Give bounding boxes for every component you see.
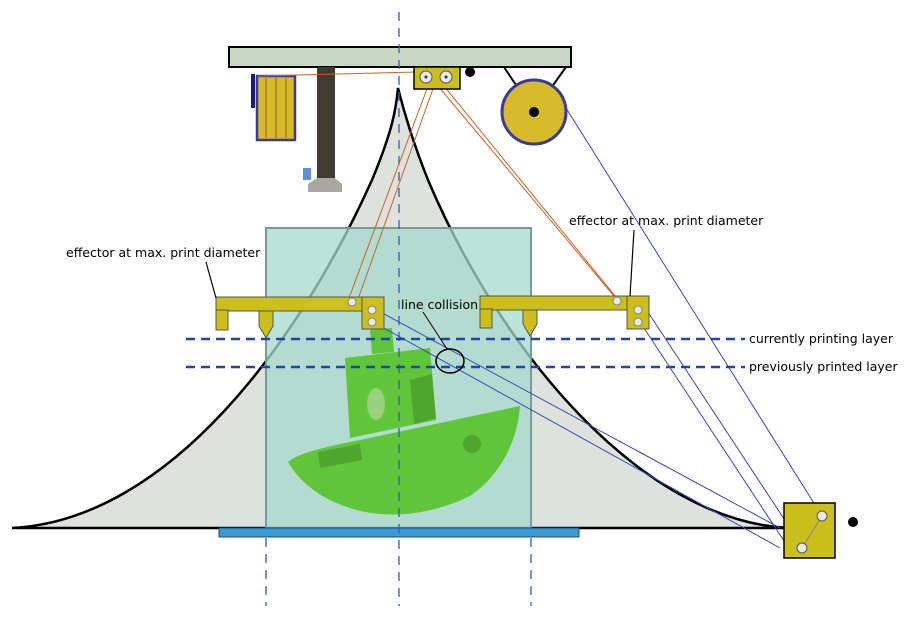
- pulley-icon: [796, 542, 808, 554]
- stand-column: [317, 67, 335, 179]
- top-frame-bar: [228, 46, 572, 68]
- boat-model-icon: [288, 328, 520, 515]
- effector-left: [215, 296, 385, 339]
- collision-marker: [422, 311, 465, 374]
- previous-layer-label: previously printed layer: [749, 359, 898, 374]
- stand-foot: [308, 178, 342, 192]
- winch-bracket: [251, 74, 255, 108]
- current-layer-label: currently printing layer: [749, 331, 894, 346]
- effector-right: [479, 295, 650, 337]
- pulley-icon: [612, 296, 622, 306]
- pulley-icon: [816, 510, 828, 522]
- cables-orange: [257, 71, 621, 303]
- nozzle-icon: [522, 309, 538, 337]
- effector-right-label: effector at max. print diameter: [569, 213, 764, 228]
- bottom-right-pulley-box: [783, 502, 858, 559]
- layer-lines: [186, 337, 745, 369]
- winch-assembly: [251, 67, 342, 192]
- blue-sensor: [303, 168, 311, 180]
- pulley-icon: [367, 317, 377, 327]
- effector-left-label: effector at max. print diameter: [66, 245, 261, 260]
- pulley-icon: [367, 305, 377, 315]
- pulley-icon: [633, 317, 643, 327]
- pulley-icon: [633, 305, 643, 315]
- line-collision-label: line collision: [401, 297, 478, 312]
- top-pulley-block: [413, 66, 475, 90]
- spool-icon: [500, 66, 568, 146]
- axis-lines: [265, 12, 532, 606]
- cables-blue: [372, 107, 823, 551]
- nozzle-icon: [258, 310, 274, 339]
- pulley-icon: [347, 297, 357, 307]
